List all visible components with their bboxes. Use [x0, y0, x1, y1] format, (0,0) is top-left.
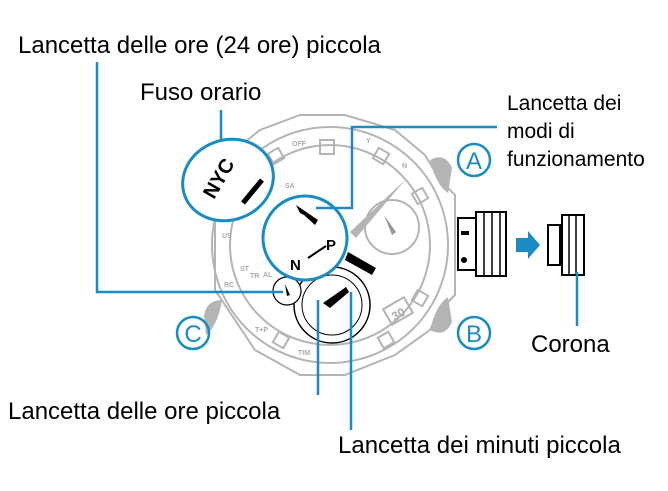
- dial-mark-y: Y: [366, 138, 371, 145]
- label-mode-hand-2: modi di: [507, 120, 575, 143]
- label-crown: Corona: [531, 331, 610, 358]
- leader-lines: [95, 62, 579, 430]
- dial-mark-al: AL: [263, 272, 273, 279]
- main-minute-hand: [350, 179, 406, 238]
- button-c-label: C: [184, 321, 201, 348]
- button-a-pusher: [430, 157, 452, 193]
- dial-mark-n: N: [402, 163, 407, 170]
- small-hour-minute-hands: [323, 287, 349, 308]
- button-c[interactable]: C: [175, 315, 211, 351]
- button-c-pusher: [204, 300, 222, 335]
- dial-mark-tr: TR: [250, 273, 259, 280]
- date-display: 30: [389, 305, 408, 324]
- dial-mark-sa: SA: [285, 183, 295, 190]
- dial-mark-st: ST: [240, 266, 250, 273]
- dial-mark-tp: T+P: [255, 327, 268, 334]
- button-b-label: B: [466, 321, 482, 348]
- button-b[interactable]: B: [456, 315, 492, 351]
- mode-n: N: [290, 257, 301, 274]
- label-small-hour-hand: Lancetta delle ore piccola: [8, 398, 281, 425]
- main-hour-hand: [345, 252, 376, 275]
- label-time-zone: Fuso orario: [140, 79, 261, 106]
- time-zone-callout: NYC: [181, 137, 275, 223]
- label-mode-hand-3: funzionamento: [507, 148, 645, 171]
- subdial-hand: [384, 215, 396, 235]
- crown-pulled-out: [547, 214, 585, 276]
- button-b-pusher: [430, 297, 452, 333]
- dial-mark-tim: TIM: [298, 350, 310, 357]
- dial-mark-us: US: [222, 233, 232, 240]
- dial-mark-rc: RC: [224, 282, 234, 289]
- button-a-label: A: [466, 148, 482, 175]
- dial-mark-off: OFF: [292, 141, 307, 148]
- crown[interactable]: [457, 211, 507, 277]
- arrow-right-icon: [516, 231, 540, 259]
- mode-hand-callout: N P: [261, 194, 349, 282]
- mode-p: P: [326, 237, 336, 254]
- label-24h-hour-hand: Lancetta delle ore (24 ore) piccola: [18, 32, 382, 59]
- button-a[interactable]: A: [456, 142, 492, 178]
- label-small-minute-hand: Lancetta dei minuti piccola: [338, 432, 621, 459]
- label-mode-hand-1: Lancetta dei: [507, 92, 621, 115]
